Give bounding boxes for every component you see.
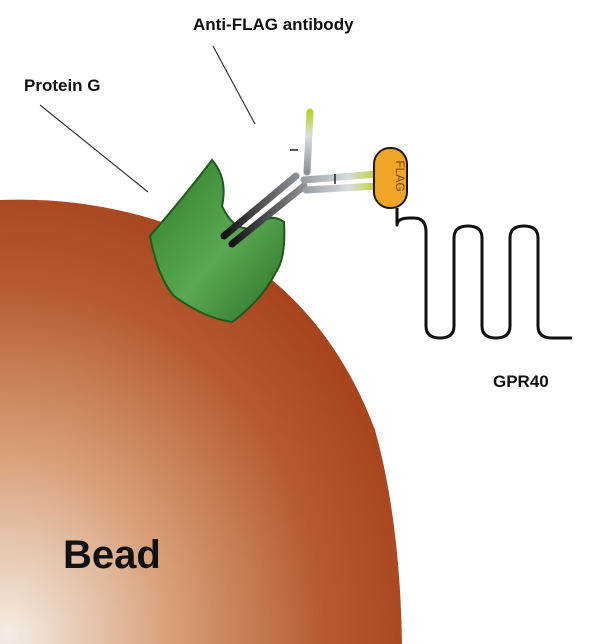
bead-label: Bead <box>63 533 161 577</box>
flag-tag-label: FLAG <box>393 160 407 191</box>
protein-g-leader-line <box>40 105 148 192</box>
antibody-label: Anti-FLAG antibody <box>193 15 354 34</box>
antibody-leader-line <box>213 46 255 124</box>
gpr40-receptor-line <box>397 208 572 338</box>
gpr40-label: GPR40 <box>493 372 549 391</box>
protein-g-label: Protein G <box>24 76 101 95</box>
antibody-upper-arm <box>290 112 310 176</box>
antibody-side-arm <box>304 174 378 190</box>
